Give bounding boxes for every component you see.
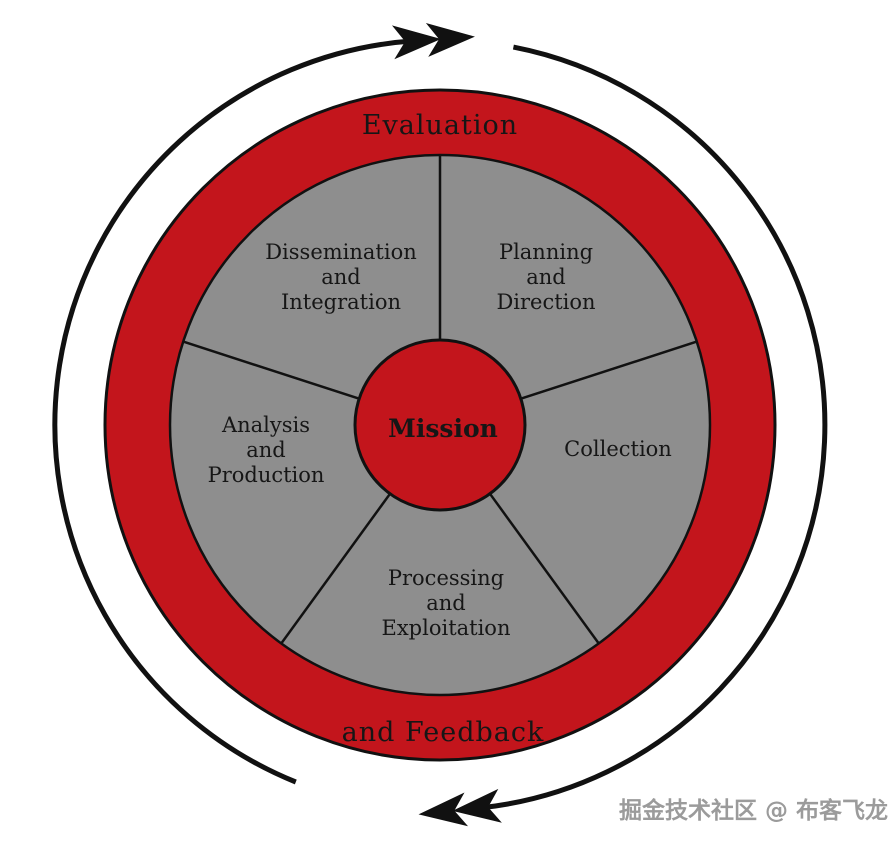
sector-label-line: and <box>526 265 566 289</box>
divider-lower-left <box>280 493 392 645</box>
sector-label-analysis: Analysis and Production <box>208 413 325 487</box>
arrowhead-top-main <box>391 25 442 60</box>
sector-label-line: and <box>426 591 466 615</box>
divider-upper-right <box>520 340 698 400</box>
mission-label: Mission <box>388 414 498 443</box>
sector-label-line: Direction <box>496 290 595 314</box>
divider-lower-right <box>488 493 600 645</box>
arrowhead-bottom <box>418 788 502 827</box>
arrowhead-top-chevron <box>425 22 475 57</box>
arrowhead-bottom-main <box>452 788 502 823</box>
sector-label-line: Integration <box>281 290 401 314</box>
sector-label-processing: Processing and Exploitation <box>382 566 511 640</box>
sector-label-line: Collection <box>564 437 672 461</box>
sector-label-line: Production <box>208 463 325 487</box>
sector-label-collection: Collection <box>564 437 672 461</box>
sector-label-line: Planning <box>499 240 593 264</box>
arrowhead-bottom-chevron <box>418 792 469 827</box>
outer-cycle-arrows <box>52 38 828 811</box>
divider-upper-left <box>182 340 360 400</box>
feedback-label: and Feedback <box>342 717 545 748</box>
arrowhead-top <box>391 22 475 60</box>
cycle-arc-left <box>52 38 414 785</box>
cycle-arc-right <box>479 44 828 811</box>
sector-label-line: and <box>321 265 361 289</box>
sector-label-line: Analysis <box>221 413 310 437</box>
evaluation-label: Evaluation <box>362 110 518 141</box>
sector-label-line: Processing <box>388 566 504 590</box>
sector-label-line: and <box>246 438 286 462</box>
sector-label-line: Exploitation <box>382 616 511 640</box>
sector-dividers <box>182 155 698 645</box>
sector-label-dissemination: Dissemination and Integration <box>265 240 417 314</box>
sector-label-planning: Planning and Direction <box>496 240 595 314</box>
mission-circle <box>353 338 527 512</box>
sector-label-line: Dissemination <box>265 240 417 264</box>
watermark: 掘金技术社区 @ 布客飞龙 <box>619 797 888 824</box>
